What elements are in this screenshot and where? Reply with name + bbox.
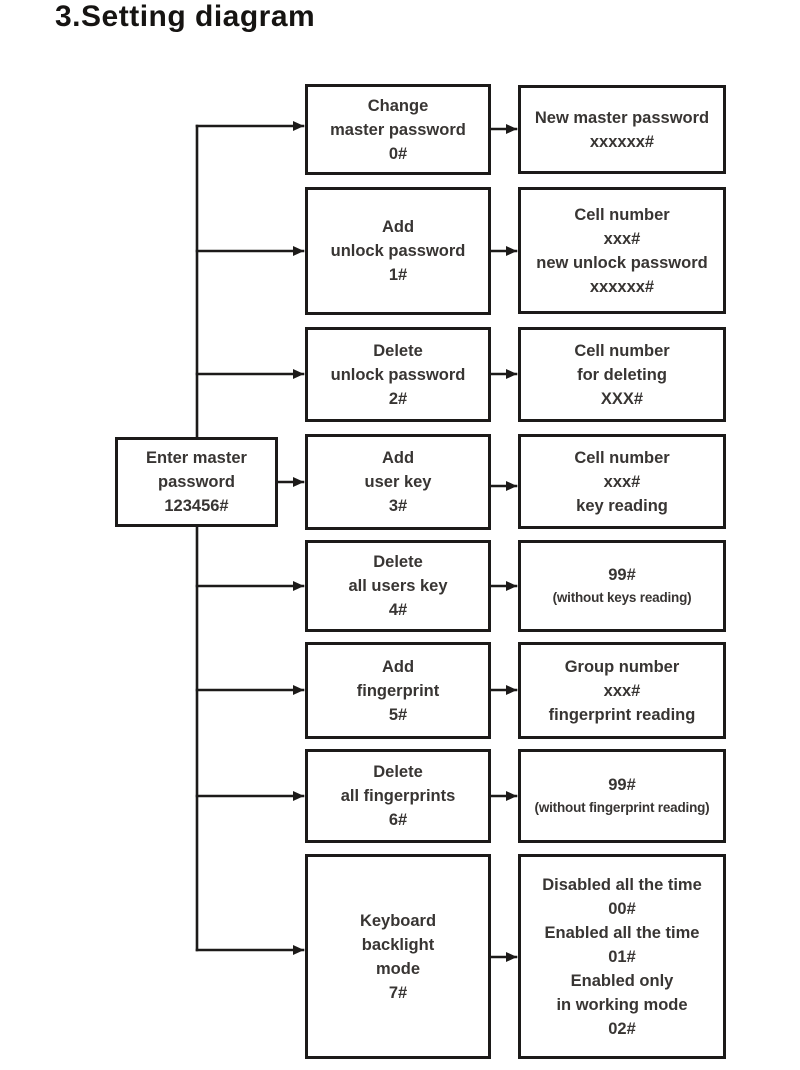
- box-text-line: key reading: [576, 496, 668, 515]
- result-box-key-reading: Cell number xxx# key reading: [518, 434, 726, 529]
- box-text-line: fingerprint reading: [548, 705, 696, 724]
- box-text-line: Add: [381, 218, 415, 236]
- result-box-without-fingerprint-reading: 99# (without fingerprint reading): [518, 749, 726, 843]
- box-text-line: xxxxxx#: [589, 277, 655, 296]
- box-text-line: 123456#: [164, 497, 229, 515]
- box-text-line: mode: [375, 959, 420, 978]
- box-text-line: 99#: [608, 776, 636, 794]
- box-text-line: backlight: [361, 935, 435, 954]
- box-text-line: Group number: [564, 657, 680, 676]
- result-box-without-keys-reading: 99# (without keys reading): [518, 540, 726, 632]
- box-text-line: 0#: [388, 144, 408, 163]
- box-text-line: Enabled only: [570, 971, 674, 990]
- step-box-keyboard-backlight-mode: Keyboard backlight mode 7#: [305, 854, 491, 1059]
- box-text-line: new unlock password: [536, 253, 708, 272]
- result-box-new-unlock-password: Cell number xxx# new unlock password xxxxxx…: [518, 187, 726, 314]
- box-text-line: Cell number: [574, 205, 670, 224]
- box-text-line: all fingerprints: [340, 787, 456, 805]
- box-text-line: unlock password: [330, 365, 466, 384]
- step-box-delete-unlock-password: Delete unlock password 2#: [305, 327, 491, 422]
- box-text-line: 99#: [608, 566, 636, 584]
- box-text-line: Enter master: [146, 449, 247, 467]
- box-text-line: Keyboard: [359, 911, 437, 930]
- box-text-line: Delete: [373, 763, 423, 781]
- box-text-line: master password: [330, 120, 466, 139]
- box-text-line: 3#: [388, 497, 408, 515]
- box-text-line: XXX#: [600, 389, 644, 408]
- root-box-enter-master-password: Enter master password 123456#: [115, 437, 278, 527]
- box-text-line: Delete: [373, 553, 423, 571]
- box-text-line: 5#: [388, 705, 408, 724]
- box-text-line: 7#: [388, 983, 408, 1002]
- box-text-line: password: [157, 473, 236, 491]
- page-title: 3.Setting diagram: [55, 0, 316, 33]
- box-text-line: xxxxxx#: [589, 132, 655, 151]
- box-text-line: xxx#: [603, 681, 641, 700]
- box-text-line: New master password: [534, 108, 710, 127]
- box-text-line: 6#: [388, 811, 408, 829]
- box-text-line: Cell number: [574, 448, 670, 467]
- box-text-line: 2#: [388, 389, 408, 408]
- box-text-line: all users key: [348, 577, 448, 595]
- result-box-new-master-password: New master password xxxxxx#: [518, 85, 726, 174]
- box-text-line: in working mode: [556, 995, 688, 1014]
- box-text-line: 1#: [388, 266, 408, 284]
- box-text-line: Change: [367, 96, 429, 115]
- step-box-add-unlock-password: Add unlock password 1#: [305, 187, 491, 315]
- box-text-line: Add: [381, 657, 415, 676]
- box-text-line: Enabled all the time: [544, 923, 700, 942]
- box-text-line: Cell number: [574, 341, 670, 360]
- box-text-line: 4#: [388, 601, 408, 619]
- step-box-change-master-password: Change master password 0#: [305, 84, 491, 175]
- box-text-line: for deleting: [577, 365, 667, 384]
- box-text-line: (without fingerprint reading): [534, 800, 710, 815]
- step-box-delete-all-users-key: Delete all users key 4#: [305, 540, 491, 632]
- box-text-line: user key: [364, 473, 432, 491]
- box-text-line: Disabled all the time: [542, 875, 702, 894]
- box-text-line: Delete: [373, 341, 423, 360]
- result-box-backlight-options: Disabled all the time 00# Enabled all the …: [518, 854, 726, 1059]
- box-text-line: fingerprint: [356, 681, 440, 700]
- step-box-add-fingerprint: Add fingerprint 5#: [305, 642, 491, 739]
- box-text-line: 02#: [608, 1019, 636, 1038]
- result-box-fingerprint-reading: Group number xxx# fingerprint reading: [518, 642, 726, 739]
- box-text-line: (without keys reading): [552, 590, 692, 605]
- box-text-line: xxx#: [603, 229, 641, 248]
- step-box-add-user-key: Add user key 3#: [305, 434, 491, 530]
- step-box-delete-all-fingerprints: Delete all fingerprints 6#: [305, 749, 491, 843]
- box-text-line: xxx#: [603, 472, 641, 491]
- box-text-line: 00#: [608, 899, 636, 918]
- box-text-line: 01#: [608, 947, 636, 966]
- box-text-line: Add: [381, 449, 415, 467]
- box-text-line: unlock password: [330, 242, 466, 260]
